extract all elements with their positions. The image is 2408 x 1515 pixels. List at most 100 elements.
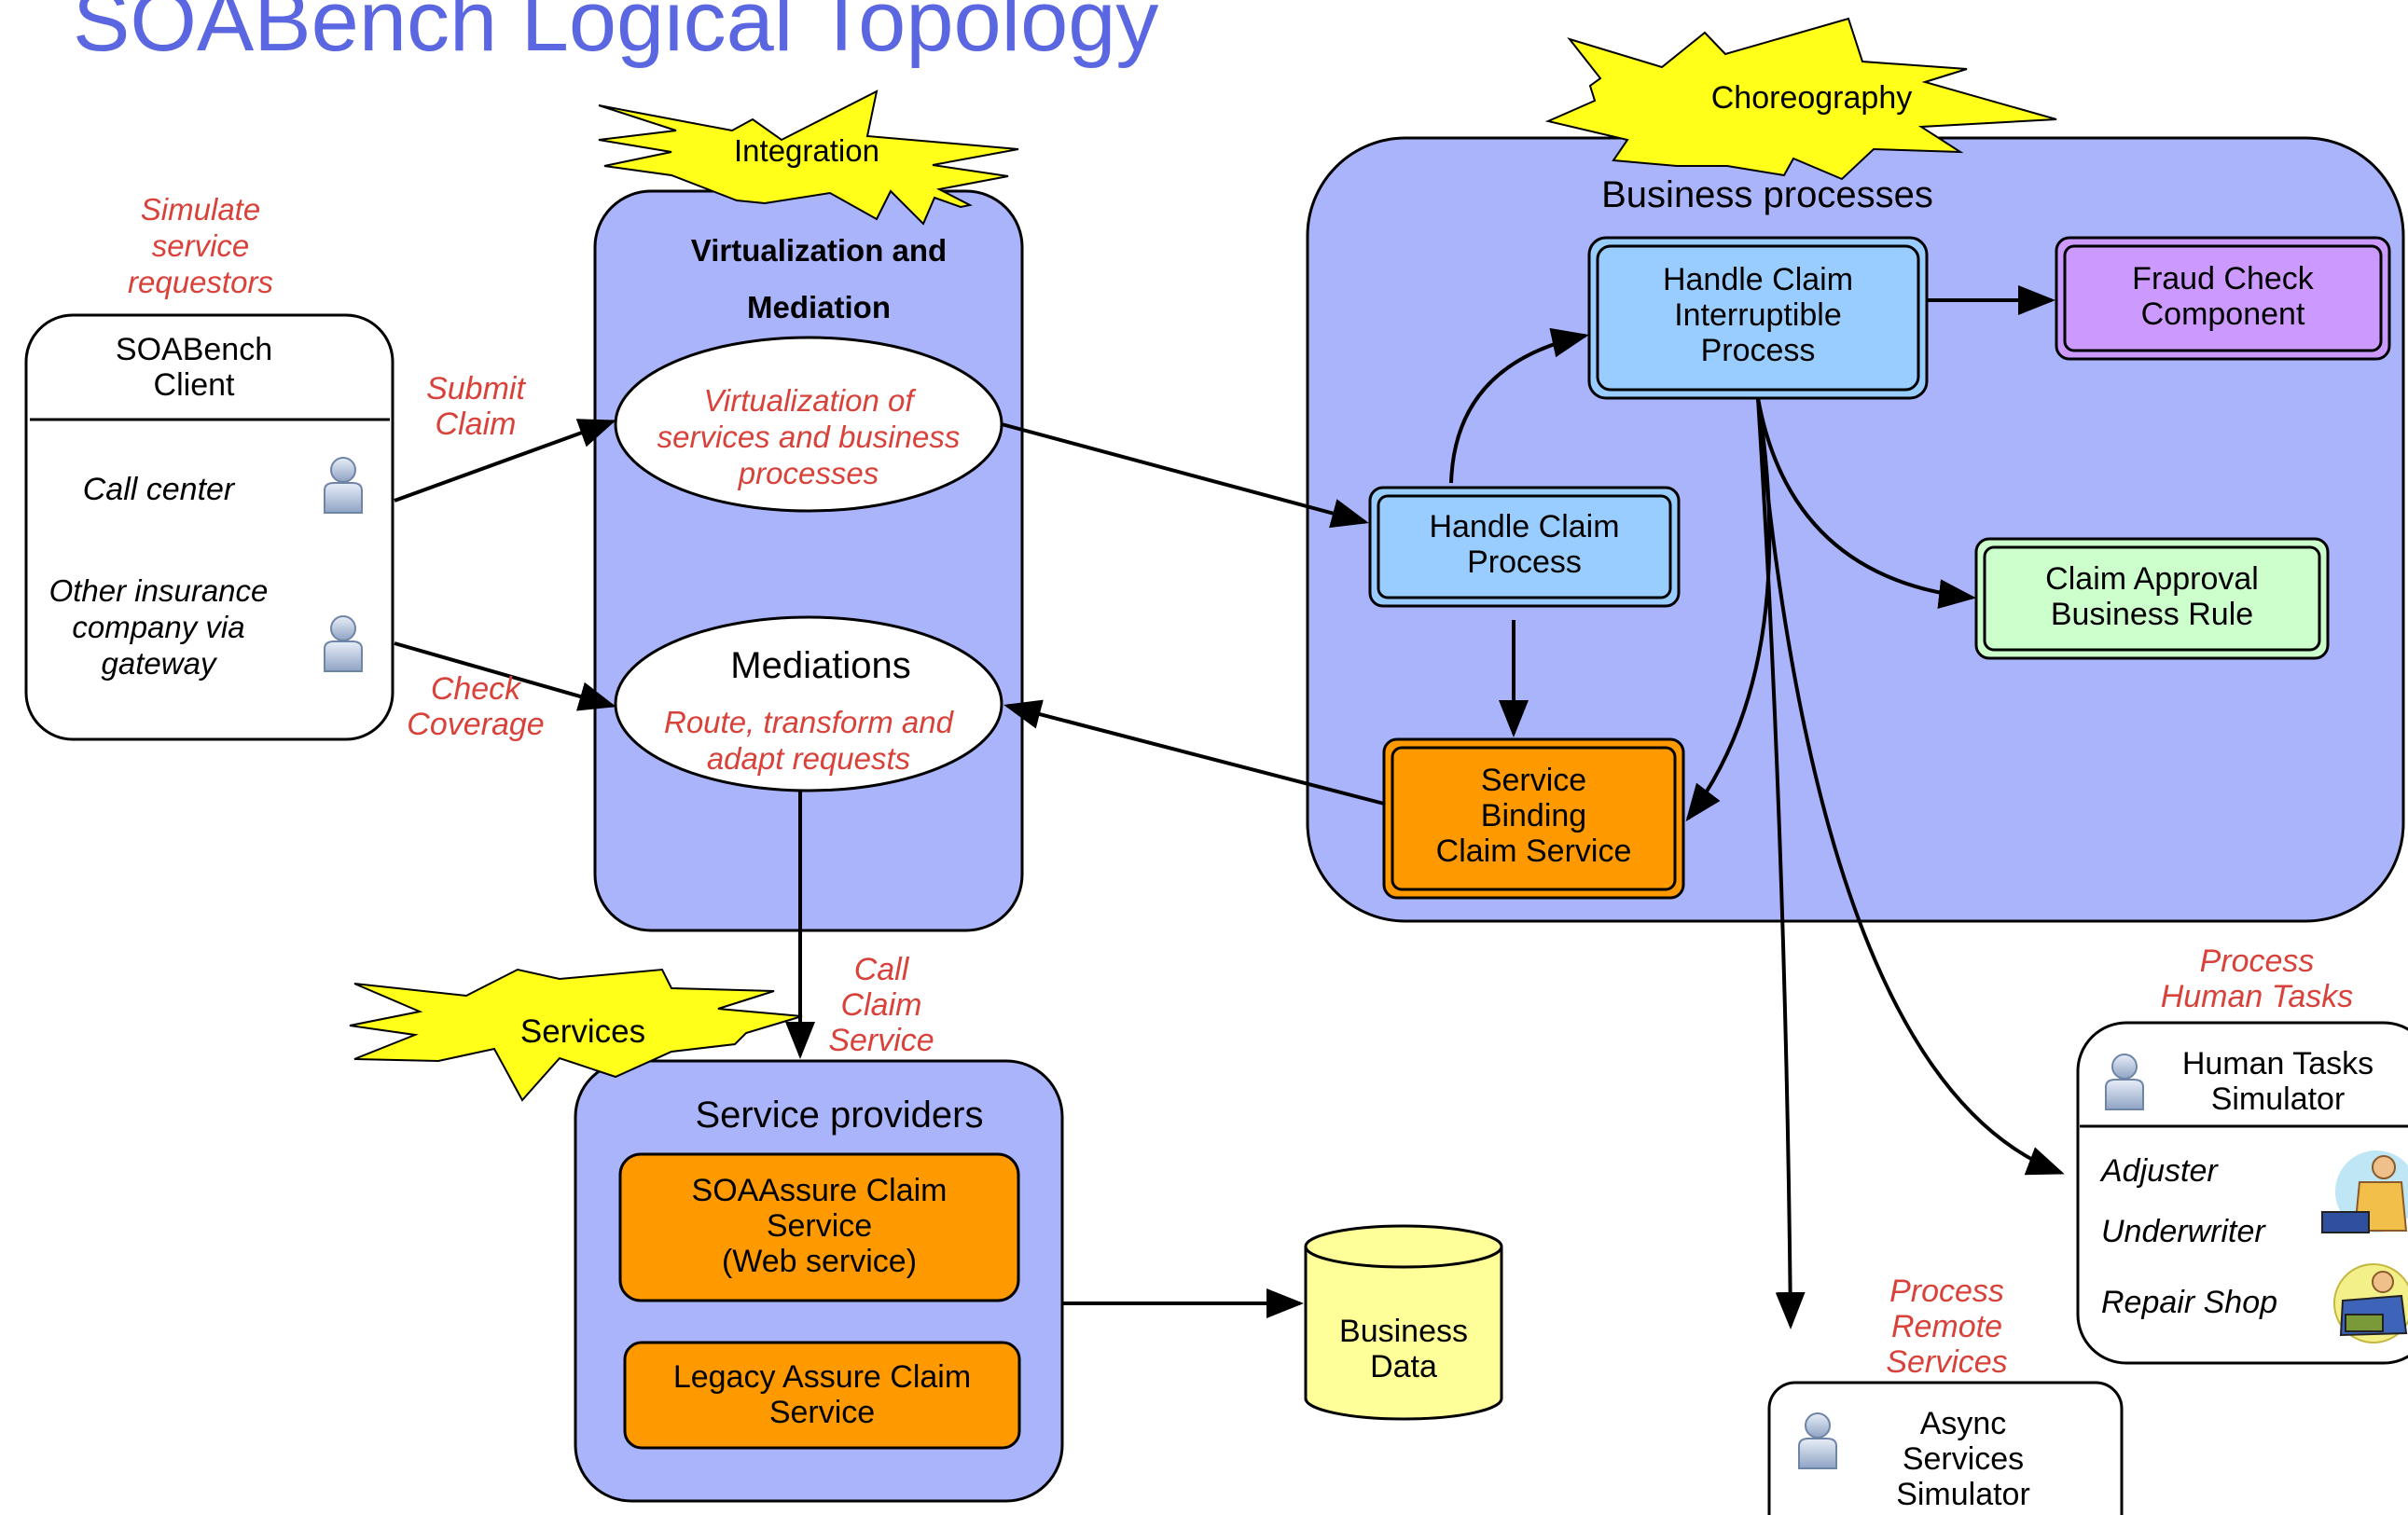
hcip-to-async-arrow — [1756, 397, 1806, 1329]
call-center-label: Call center — [82, 472, 235, 507]
binding-line: Claim Service — [1435, 833, 1632, 869]
hcp-to-hcip-arrow — [1449, 327, 1589, 484]
virtualization-title: Virtualization and Mediation — [614, 222, 1024, 336]
simulate-requestors-label: Simulate service requestors — [79, 191, 322, 300]
db-line: Data — [1370, 1349, 1437, 1384]
hcp-line: Process — [1467, 544, 1582, 580]
soaassure-box — [618, 1152, 1020, 1302]
hcip-to-human-arrow — [1756, 397, 2065, 1176]
async-ann-line: Services — [1886, 1344, 2008, 1380]
human-item-repair-shop: Repair Shop — [2101, 1285, 2278, 1320]
human-item-underwriter: Underwriter — [2101, 1214, 2265, 1249]
virt-oval-line: Virtualization of — [703, 383, 914, 418]
other-line: company via — [72, 610, 245, 644]
hcp-line: Handle Claim — [1429, 509, 1620, 544]
mediations-title: Mediations — [730, 645, 911, 686]
person-icon — [324, 615, 363, 672]
other-line: Other insurance — [48, 573, 269, 608]
virtualization-oval-text: Virtualization of services and business … — [620, 382, 997, 491]
integration-star-label: Integration — [734, 133, 879, 168]
approval-text: Claim Approval Business Rule — [1985, 561, 2319, 632]
submit-line: Submit — [426, 371, 525, 406]
business-data-text: Business Data — [1306, 1314, 1502, 1384]
repair-shop-clipart-icon — [2333, 1263, 2408, 1343]
worker-clipart-icon — [2321, 1150, 2408, 1233]
annotation-line: requestors — [128, 265, 273, 299]
services-star-label: Services — [519, 1013, 646, 1050]
binding-box-outer — [1382, 737, 1685, 900]
services-starburst — [349, 968, 803, 1102]
async-title-line: Simulator — [1896, 1477, 2030, 1512]
async-box — [1767, 1381, 2124, 1515]
binding-text: Service Binding Claim Service — [1392, 763, 1675, 869]
soabench-client-box — [24, 313, 394, 741]
check-coverage-label: Check Coverage — [382, 671, 569, 742]
annotation-line: Simulate — [140, 192, 261, 227]
other-insurance-label: Other insurance company via gateway — [28, 572, 289, 682]
call-line: Service — [828, 1023, 934, 1058]
human-title-line: Simulator — [2210, 1081, 2346, 1117]
fraud-box-outer — [2055, 236, 2391, 361]
process-human-tasks-label: Process Human Tasks — [2126, 943, 2387, 1014]
med-line: Route, transform and — [664, 705, 953, 739]
legacy-line: Service — [768, 1395, 876, 1430]
async-title-line: Services — [1902, 1441, 2025, 1477]
human-title-line: Human Tasks — [2181, 1046, 2374, 1081]
human-tasks-title: Human Tasks Simulator — [2154, 1046, 2401, 1117]
client-title-line: Client — [153, 367, 235, 403]
mediations-subtitle: Route, transform and adapt requests — [620, 704, 997, 777]
hcip-to-approval-arrow — [1756, 397, 1976, 610]
hcp-text: Handle Claim Process — [1378, 509, 1670, 580]
choreography-star-label: Choreography — [1710, 80, 1913, 116]
process-remote-services-label: Process Remote Services — [1837, 1274, 2056, 1380]
check-line: Check — [430, 671, 521, 707]
other-line: gateway — [101, 646, 216, 681]
call-line: Call — [853, 952, 909, 987]
human-ann-line: Process — [2199, 943, 2315, 979]
person-icon — [2105, 1054, 2144, 1110]
binding-line: Service — [1480, 763, 1587, 798]
human-tasks-box — [2076, 1021, 2408, 1365]
integration-starburst — [598, 90, 1019, 226]
call-claim-service-label: Call Claim Service — [811, 952, 951, 1058]
virt-oval-line: processes — [738, 456, 879, 490]
legacy-text: Legacy Assure Claim Service — [625, 1359, 1019, 1430]
fraud-text: Fraud Check Component — [2065, 261, 2381, 332]
choreography-starburst — [1544, 17, 2057, 181]
client-title-line: SOABench — [115, 332, 273, 367]
soaassure-text: SOAAssure Claim Service (Web service) — [620, 1173, 1018, 1279]
fraud-line: Component — [2140, 296, 2305, 332]
db-line: Business — [1339, 1314, 1468, 1349]
hcp-box-outer — [1368, 486, 1681, 608]
human-ann-line: Human Tasks — [2160, 979, 2354, 1014]
annotation-line: service — [151, 228, 250, 263]
approval-box-outer — [1974, 537, 2330, 660]
legacy-box — [623, 1341, 1021, 1450]
hcip-text: Handle Claim Interruptible Process — [1598, 262, 1918, 368]
legacy-line: Legacy Assure Claim — [672, 1359, 972, 1395]
person-icon — [324, 457, 363, 514]
med-line: adapt requests — [706, 741, 911, 776]
async-ann-line: Remote — [1890, 1309, 2003, 1344]
async-title: Async Services Simulator — [1837, 1406, 2089, 1512]
virt-title-line: Mediation — [747, 290, 891, 324]
binding-line: Binding — [1480, 798, 1587, 833]
service-providers-title: Service providers — [695, 1095, 984, 1136]
soa-line: Service — [766, 1208, 873, 1244]
approval-line: Claim Approval — [2045, 561, 2259, 597]
human-item-adjuster: Adjuster — [2101, 1153, 2218, 1189]
binding-to-mediations-arrow — [1003, 699, 1385, 806]
business-processes-title: Business processes — [1601, 174, 1933, 215]
soa-line: (Web service) — [721, 1244, 918, 1279]
business-data-cylinder — [1304, 1246, 1503, 1421]
to-handle-claim-arrow — [1001, 422, 1369, 529]
virt-title-line: Virtualization and — [690, 233, 948, 268]
async-title-line: Async — [1919, 1406, 2007, 1441]
hcip-line: Process — [1700, 333, 1816, 368]
person-icon — [1798, 1412, 1837, 1469]
submit-claim-arrow — [394, 419, 616, 503]
fraud-line: Fraud Check — [2132, 261, 2314, 296]
submit-line: Claim — [435, 406, 517, 442]
